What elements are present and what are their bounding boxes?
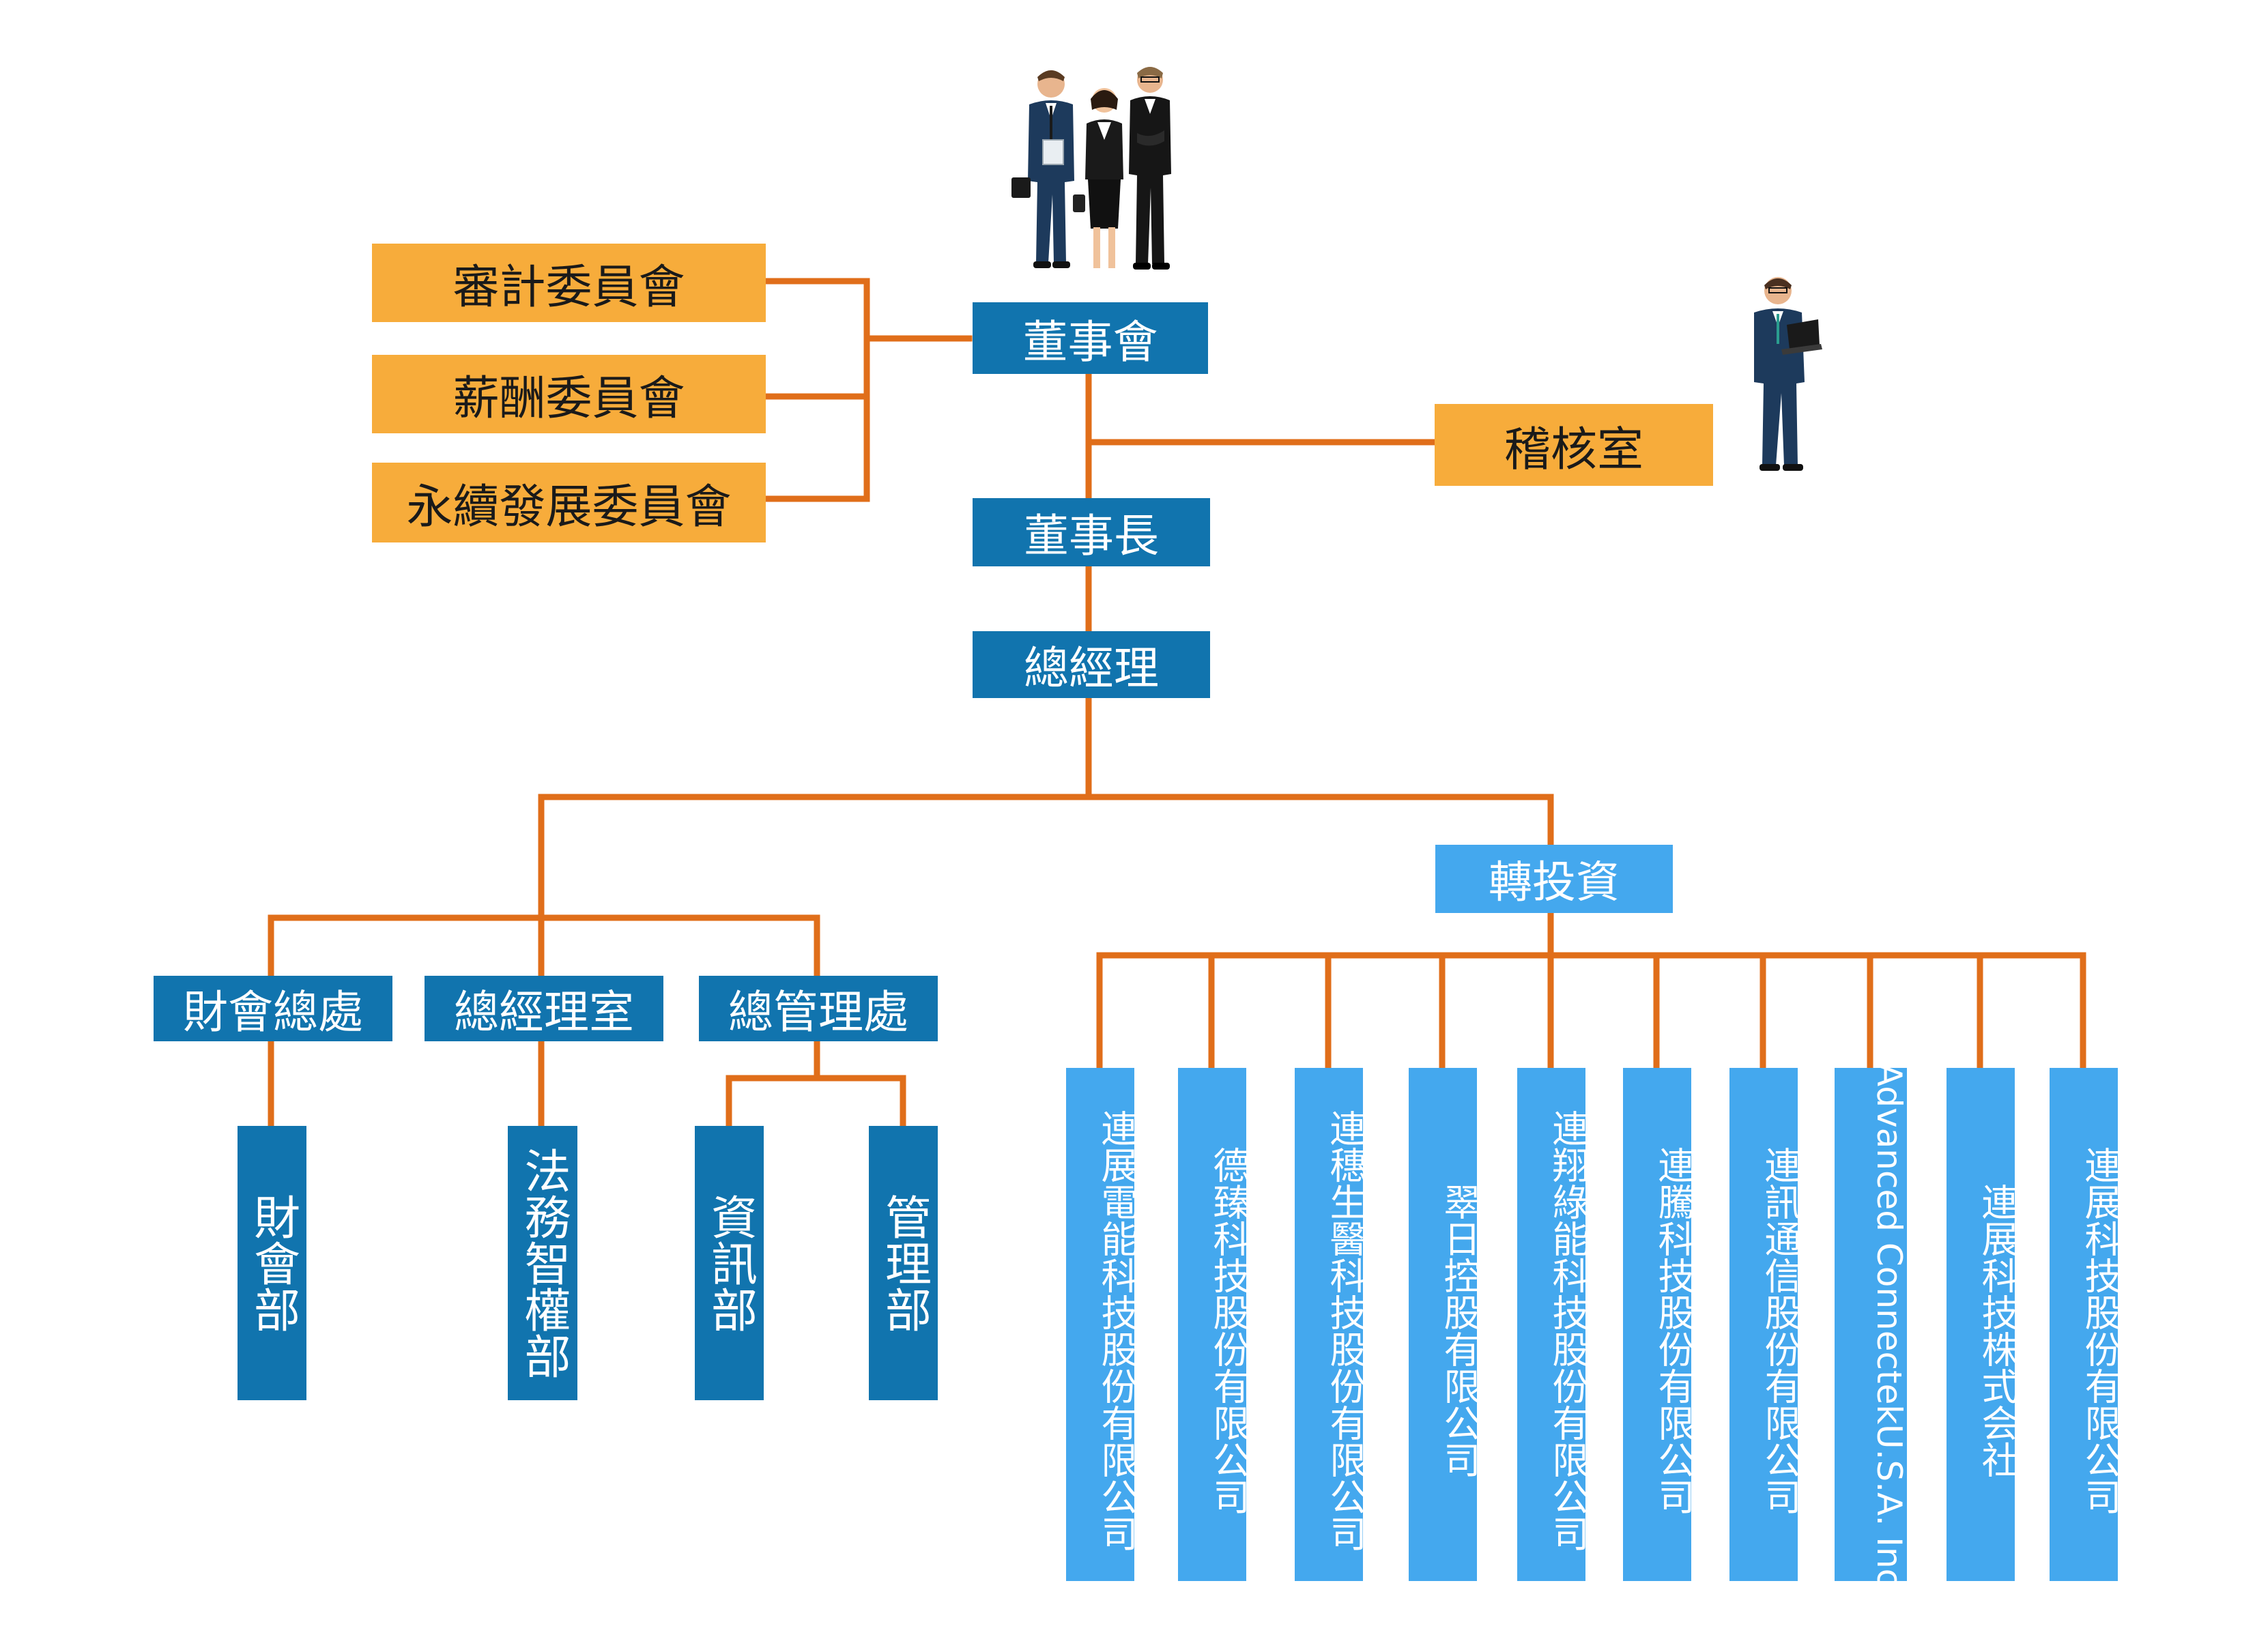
audit-office: 稽核室: [1435, 404, 1713, 486]
subsidiary-card: 翠日控股有限公司: [1409, 1068, 1480, 1581]
dept-it: 資訊部: [695, 1126, 764, 1400]
dept-label: 法務智權部: [516, 1147, 570, 1379]
subsidiary-label: 德臻科技股份有限公司: [1207, 1146, 1250, 1515]
subsidiary-card-usa: Advanced Connectek U.S.A. Inc.: [1835, 1063, 1909, 1598]
president-label: 總經理: [1024, 642, 1159, 695]
committee-label: 永續發展委員會: [406, 480, 732, 534]
subsidiary-card: 連騰科技股份有限公司: [1623, 1068, 1695, 1581]
committee-remuneration: 薪酬委員會: [372, 355, 766, 433]
investment-label: 轉投資: [1489, 858, 1620, 908]
board-label: 董事會: [1022, 315, 1158, 368]
board-of-directors: 董事會: [973, 302, 1208, 374]
division-finance: 財會總處: [154, 976, 392, 1041]
division-label: 總經理室: [454, 986, 634, 1039]
dept-legal-ip: 法務智權部: [508, 1126, 577, 1400]
division-label: 總管理處: [728, 986, 908, 1039]
dept-finance: 財會部: [238, 1126, 306, 1400]
committee-sustainability: 永續發展委員會: [372, 463, 766, 542]
dept-label: 管理部: [876, 1193, 931, 1333]
audit-label: 稽核室: [1504, 422, 1643, 477]
subsidiary-card: 連翔綠能科技股份有限公司: [1517, 1068, 1589, 1581]
subsidiary-label-line1: Advanced Connectek: [1869, 1062, 1909, 1425]
business-people-group-icon: [1011, 67, 1171, 270]
subsidiary-label-line2: U.S.A. Inc.: [1869, 1424, 1909, 1599]
subsidiary-label: 連展電能科技股份有限公司: [1095, 1110, 1138, 1552]
subsidiary-label: 連訊通信股份有限公司: [1758, 1146, 1801, 1515]
subsidiary-label: 連翔綠能科技股份有限公司: [1546, 1110, 1589, 1552]
subsidiary-card: 連訊通信股份有限公司: [1729, 1068, 1801, 1581]
subsidiary-label: 連展科技株式会社: [1975, 1183, 2018, 1478]
chairman-label: 董事長: [1024, 510, 1159, 562]
committee-label: 薪酬委員會: [453, 372, 685, 426]
subsidiary-label: 翠日控股有限公司: [1437, 1183, 1480, 1478]
subsidiary-label: 連展科技股份有限公司: [2078, 1146, 2121, 1515]
committee-label: 審計委員會: [453, 261, 685, 315]
division-president-office: 總經理室: [425, 976, 663, 1041]
investment: 轉投資: [1435, 845, 1673, 913]
division-label: 財會總處: [183, 986, 363, 1039]
dept-label: 財會部: [245, 1193, 300, 1333]
president: 總經理: [973, 631, 1210, 698]
subsidiary-card: 連展電能科技股份有限公司: [1066, 1068, 1138, 1581]
subsidiary-card: 連展科技股份有限公司: [2050, 1068, 2121, 1581]
committee-audit: 審計委員會: [372, 244, 766, 322]
dept-management: 管理部: [869, 1126, 938, 1400]
dept-label: 資訊部: [702, 1193, 757, 1333]
subsidiary-card: 連穗生醫科技股份有限公司: [1295, 1068, 1366, 1581]
businessman-with-laptop-icon: [1754, 277, 1822, 471]
subsidiary-card: 連展科技株式会社: [1947, 1068, 2018, 1581]
division-administration: 總管理處: [699, 976, 938, 1041]
subsidiary-label: 連騰科技股份有限公司: [1652, 1146, 1695, 1515]
chairman: 董事長: [973, 498, 1210, 566]
subsidiary-card: 德臻科技股份有限公司: [1178, 1068, 1250, 1581]
subsidiary-label: 連穗生醫科技股份有限公司: [1323, 1110, 1366, 1552]
